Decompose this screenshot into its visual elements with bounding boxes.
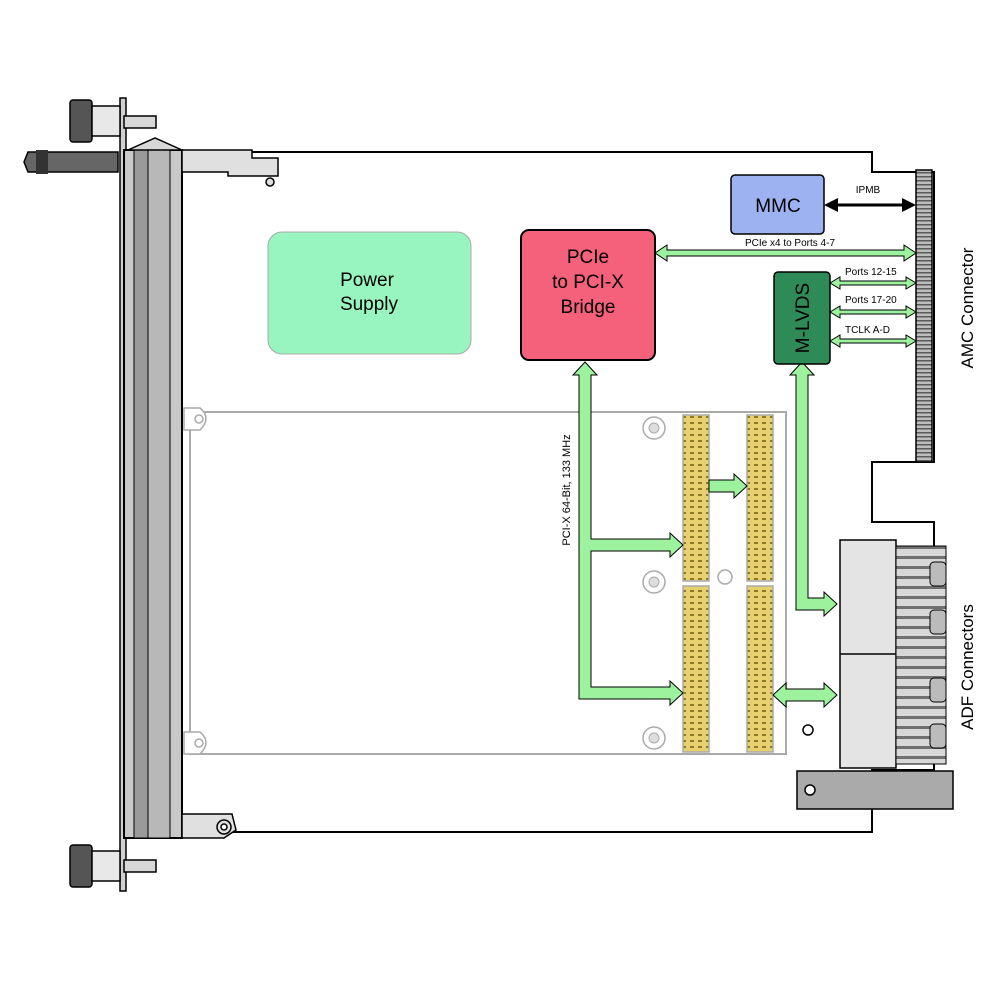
amc-edge-connector: [915, 169, 933, 463]
mezz-connector-3: [682, 585, 710, 753]
pcie-ports-label: PCIe x4 to Ports 4-7: [745, 238, 835, 249]
adf-bracket: [796, 770, 954, 810]
bridge-label-line1: PCIe: [567, 247, 609, 268]
top-screw-icon: [69, 99, 157, 143]
power-supply-label-line2: Supply: [340, 294, 399, 315]
power-supply-block: [267, 231, 472, 355]
mezz-link-arrow: [708, 472, 748, 500]
adf-connector-block: [839, 539, 947, 769]
mlvds-label: M-LVDS: [793, 283, 814, 353]
bridge-label-line3: Bridge: [561, 297, 616, 318]
mezzanine-area: [183, 407, 814, 755]
bottom-latch-icon: [181, 813, 237, 839]
handle-latch-icon: [23, 149, 279, 187]
ipmb-arrow: [824, 198, 916, 212]
mezz-adf-arrow: [772, 681, 838, 709]
mezz-connector-4: [746, 585, 774, 753]
bridge-block: [520, 229, 656, 361]
ports-12-15-arrow: [829, 276, 917, 290]
tclk-arrow: [829, 334, 917, 348]
ports-17-20-label: Ports 17-20: [845, 295, 897, 306]
mlvds-adf-arrow: [788, 361, 838, 618]
power-supply-label-line1: Power: [340, 270, 395, 291]
pcix-bus-label: PCI-X 64-Bit, 133 MHz: [561, 434, 573, 545]
bridge-label-line2: to PCI-X: [552, 272, 624, 293]
front-panel: [119, 97, 183, 892]
tclk-label: TCLK A-D: [845, 325, 890, 336]
ports-17-20-arrow: [829, 305, 917, 319]
mezz-connector-2: [746, 414, 774, 582]
ipmb-label: IPMB: [856, 185, 881, 196]
amc-connector-label: AMC Connector: [958, 247, 977, 368]
mmc-block: [730, 174, 825, 235]
bottom-screw-icon: [69, 844, 157, 888]
adf-connectors-label: ADF Connectors: [958, 604, 977, 730]
mmc-label: MMC: [755, 196, 800, 217]
ports-12-15-label: Ports 12-15: [845, 267, 897, 278]
link-arrows: [571, 244, 917, 709]
pcie-amc-arrow: [654, 244, 917, 262]
mezzanine-connectors: [682, 414, 774, 753]
pcix-bus-arrow: [571, 361, 684, 707]
mlvds-block: [773, 271, 831, 365]
mezz-connector-1: [682, 414, 710, 582]
